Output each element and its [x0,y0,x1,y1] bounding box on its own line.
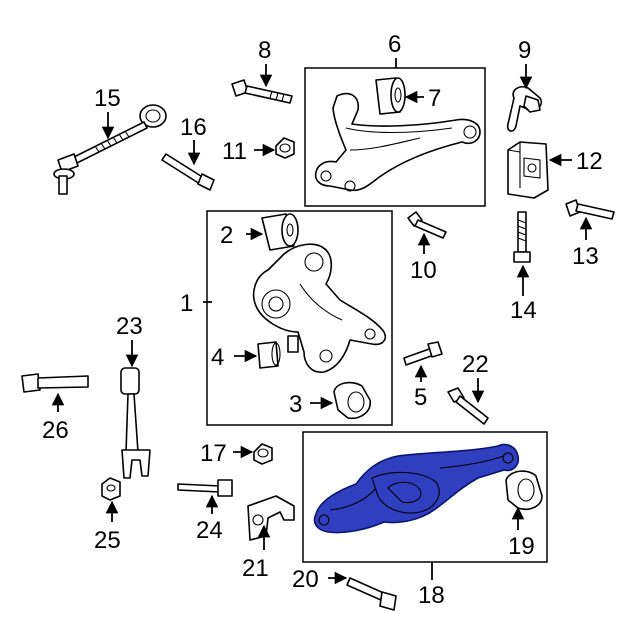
bolt-26[interactable] [21,373,89,393]
bushing-4[interactable] [257,341,281,369]
callout-11: 11 [222,138,247,165]
bolt-24[interactable] [177,479,233,497]
callout-17: 17 [200,440,227,467]
callout-26: 26 [42,417,69,444]
callout-1: 1 [180,290,193,317]
bolt-22[interactable] [447,387,489,425]
callout-13: 13 [572,243,599,270]
callout-9: 9 [518,37,531,64]
stud-14[interactable] [513,211,531,263]
callout-22: 22 [462,351,489,378]
callout-14: 14 [510,297,537,324]
nut-17[interactable] [253,443,273,465]
bolt-20[interactable] [346,577,397,611]
callout-15: 15 [94,85,121,112]
knuckle-box [206,210,393,426]
toe-link-assembly[interactable] [53,104,167,195]
callout-20: 20 [292,566,319,593]
callout-8: 8 [258,37,271,64]
callout-16: 16 [180,114,207,141]
callout-19: 19 [508,533,535,560]
callout-6: 6 [388,31,401,58]
callout-25: 25 [94,527,121,554]
callout-2: 2 [220,222,233,249]
callout-7: 7 [428,85,441,112]
bushing-2[interactable] [261,213,299,251]
bolt-10[interactable] [407,211,447,239]
bracket-21[interactable] [247,495,295,541]
bolt-13[interactable] [565,199,615,220]
bushing-7[interactable] [375,77,406,115]
bushing-3[interactable] [333,381,371,420]
callout-18: 18 [418,582,445,609]
callout-10: 10 [410,257,437,284]
clip-9[interactable] [506,85,543,132]
bushing-19[interactable] [505,470,543,511]
lower-control-arm[interactable] [313,443,520,534]
nut-11[interactable] [275,137,295,159]
upper-control-arm[interactable] [314,92,481,192]
leader-lines [51,58,593,585]
callout-4: 4 [211,344,224,371]
callout-21: 21 [242,555,269,582]
callout-3: 3 [289,391,302,418]
callout-23: 23 [116,313,143,340]
bolt-5[interactable] [403,341,443,366]
lower-control-arm-box [302,431,548,563]
callout-12: 12 [576,148,603,175]
link-23[interactable] [120,367,151,479]
bolt-16[interactable] [161,153,215,191]
callout-5: 5 [414,384,427,411]
bushing-block-12[interactable] [507,141,549,199]
bolt-8[interactable] [231,79,293,104]
knuckle[interactable] [252,243,387,373]
upper-control-arm-box [304,67,486,207]
callout-24: 24 [196,517,223,544]
nut-25[interactable] [101,477,121,501]
